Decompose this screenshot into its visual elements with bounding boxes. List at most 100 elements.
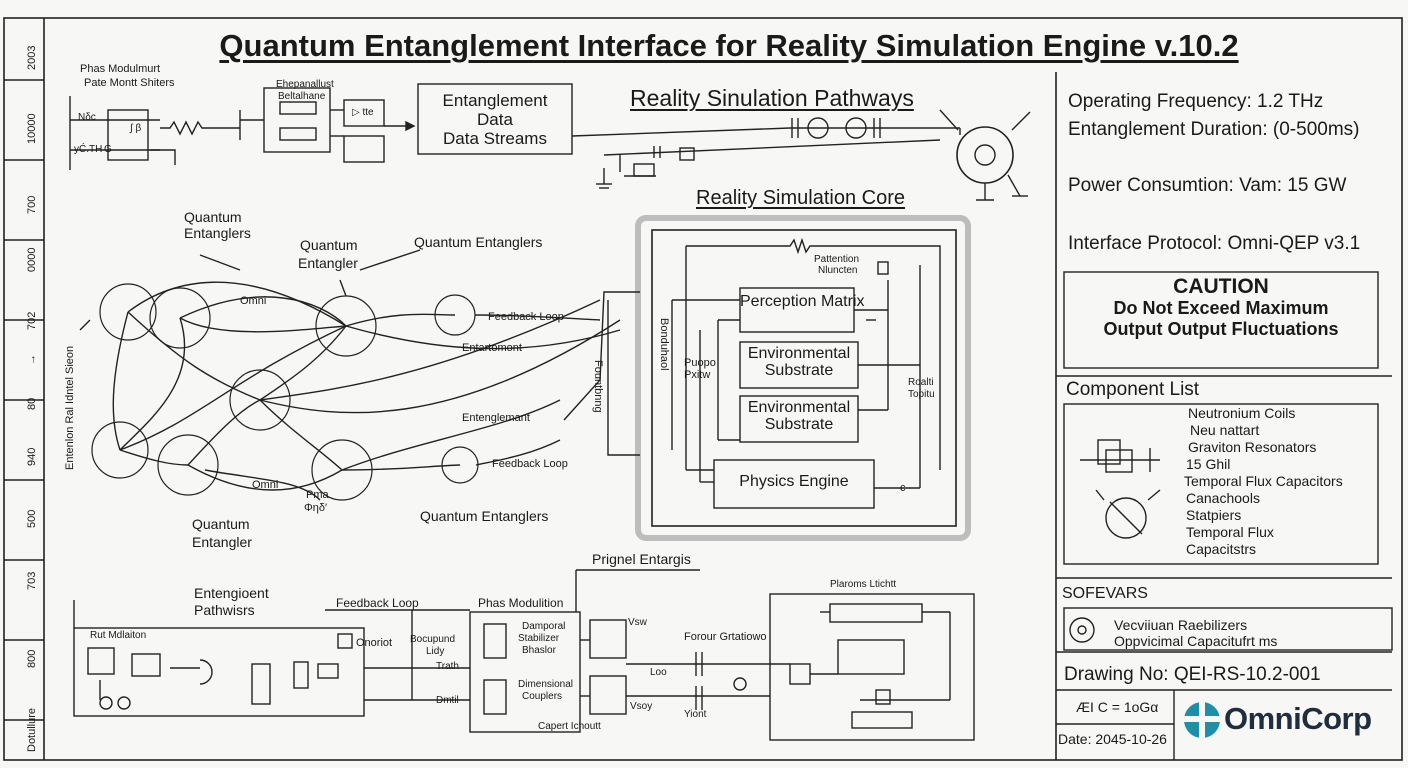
pattern-label: Pattention bbox=[814, 254, 860, 265]
quantum-entangler-label: Quantum bbox=[300, 237, 358, 253]
feedback-loop-label: Feedback Loop bbox=[492, 458, 568, 470]
yiont-label: Yiont bbox=[684, 709, 707, 720]
quantum-entangler-label: Entangler bbox=[192, 534, 252, 550]
component-item: Temporal Flux bbox=[1186, 524, 1274, 540]
omnicorp-logo-icon bbox=[1184, 702, 1220, 738]
drawing-title: Quantum Entanglement Interface for Reali… bbox=[219, 28, 1239, 63]
entanglement-pathways-label: Pathwisrs bbox=[194, 602, 255, 618]
margin-mark: 940 bbox=[26, 447, 38, 466]
caution-line2: Output Output Fluctuations bbox=[1103, 319, 1339, 339]
entanglement-label: Entartomont bbox=[462, 342, 522, 354]
loo-label: Loo bbox=[650, 667, 667, 678]
margin-mark: 0000 bbox=[26, 247, 38, 272]
margin-mark: Dotullure bbox=[26, 707, 38, 752]
spec-power: Power Consumtion: Vam: 15 GW bbox=[1068, 175, 1347, 196]
component-item: Statpiers bbox=[1186, 507, 1242, 523]
quantum-entanglers-label: Quantum Entanglers bbox=[414, 234, 543, 250]
core-vertical-label: Bonduhaol bbox=[658, 318, 670, 371]
core-vertical-label: Fountbnng bbox=[592, 360, 604, 413]
damporal-label: Bhaslor bbox=[522, 645, 556, 656]
data-stream-line bbox=[571, 127, 791, 137]
quantum-entangler-label: Quantum bbox=[192, 516, 250, 532]
caution-line1: Do Not Exceed Maximum bbox=[1113, 298, 1329, 318]
quantum-entangler-label: Entangler bbox=[298, 255, 358, 271]
outer-border bbox=[3, 17, 1403, 761]
perception-matrix: Perception Matrix bbox=[740, 293, 865, 310]
switch-label: ▷ tte bbox=[352, 107, 374, 118]
onoriot-label: Onoriot bbox=[356, 637, 393, 649]
drawing-number: Drawing No: QEI-RS-10.2-001 bbox=[1064, 664, 1321, 685]
component-schematic bbox=[1080, 439, 1161, 539]
software-icon bbox=[1069, 617, 1095, 643]
margin-mark: 702 bbox=[26, 311, 38, 330]
core-right-label: Topitu bbox=[908, 389, 935, 400]
phase-module-title: Phas Modulmurt bbox=[80, 63, 161, 75]
environmental-substrate-1: Environmental Substrate bbox=[747, 345, 851, 379]
core-input-line bbox=[563, 291, 640, 421]
circuit-label: Ehepanallust bbox=[276, 79, 334, 90]
margin-mark: → bbox=[26, 354, 38, 365]
spec-protocol: Interface Protocol: Omni-QEP v3.1 bbox=[1068, 233, 1361, 254]
bocupund-label: Bocupund bbox=[410, 634, 456, 645]
circuit-label: Beltalhane bbox=[278, 91, 326, 102]
phase-module-label: Nδc bbox=[78, 112, 96, 123]
feedback-loop-label: Feedback Loop bbox=[488, 311, 564, 323]
margin-mark: 80 bbox=[26, 397, 38, 410]
component-item: Temporal Flux Capacitors bbox=[1184, 473, 1343, 489]
trath-label: Trath bbox=[436, 661, 459, 672]
phase-module-label: yĆ.TH bbox=[74, 144, 103, 155]
software-title: SOFEVARS bbox=[1062, 585, 1148, 602]
dimensional-label: Dimensional bbox=[518, 679, 574, 690]
entangler-network bbox=[79, 249, 621, 501]
spec-duration: Entanglement Duration: (0-500ms) bbox=[1068, 119, 1360, 140]
forour-label: Forour Grtatiowo bbox=[684, 631, 767, 643]
entanglement-pathways-label: Entengioent bbox=[194, 585, 269, 601]
phase-module-subtitle: Pate Montt Shiters bbox=[84, 77, 175, 89]
software-line2: Oppvicimal Capacitufrt ms bbox=[1114, 633, 1278, 649]
bottom-circuits bbox=[73, 569, 975, 741]
component-item: Canachools bbox=[1186, 490, 1260, 506]
component-item: Neu nattart bbox=[1190, 422, 1260, 438]
quantum-entanglers-label: Entanglers bbox=[184, 225, 251, 241]
quantum-entanglers-label: Quantum bbox=[184, 209, 242, 225]
data-box-line1: Entanglement bbox=[442, 91, 548, 110]
bocupund-label: Lidy bbox=[426, 646, 445, 657]
component-item: Graviton Resonators bbox=[1188, 439, 1317, 455]
caution-box bbox=[1063, 271, 1379, 369]
phase-modulation-label: Phas Modulition bbox=[478, 596, 564, 610]
network-side-label: Entenlon Ral Idntel Sieon bbox=[64, 345, 76, 470]
omni-label: Omni bbox=[240, 295, 267, 307]
core-frame bbox=[635, 215, 971, 541]
prignel-label: Prignel Entargis bbox=[592, 551, 691, 567]
quantum-entanglers-label: Quantum Entanglers bbox=[420, 508, 549, 524]
component-item: Capacitstrs bbox=[1186, 541, 1257, 557]
component-list-title: Component List bbox=[1066, 379, 1200, 400]
dimensional-label: Couplers bbox=[522, 691, 563, 702]
phase-module-label: ∫ β bbox=[130, 123, 142, 134]
margin-mark: 800 bbox=[26, 649, 38, 668]
environmental-substrate-2: Environmental Substrate bbox=[747, 399, 851, 433]
spec-frequency: Operating Frequency: 1.2 THz bbox=[1068, 91, 1324, 112]
pathways-circuit bbox=[596, 109, 1031, 201]
network-small-label: Pma bbox=[306, 489, 329, 501]
core-mark: c bbox=[900, 482, 906, 494]
component-item: Neutronium Coils bbox=[1188, 405, 1296, 421]
data-stream-box bbox=[417, 83, 573, 155]
software-line1: Vecviiuan Raebilizers bbox=[1114, 617, 1248, 633]
pathways-title: Reality Sinulation Pathways bbox=[630, 85, 914, 111]
omnicorp-logo-text: OmniCorp bbox=[1224, 701, 1372, 736]
capert-label: Capert Ichoutt bbox=[538, 721, 601, 732]
date-label: Date: 2045-10-26 bbox=[1058, 731, 1167, 747]
feedback-loop-label: Feedback Loop bbox=[336, 596, 419, 610]
margin-mark: 500 bbox=[26, 509, 38, 528]
margin-mark: 10000 bbox=[26, 113, 38, 144]
core-title: Reality Simulation Core bbox=[696, 187, 905, 209]
dmtil-label: Dmtil bbox=[436, 695, 459, 706]
margin-mark: 703 bbox=[26, 571, 38, 590]
vsw-label: Vsw bbox=[628, 617, 647, 628]
vsy-label: Vsoy bbox=[630, 701, 653, 712]
data-box-line3: Data Streams bbox=[443, 129, 547, 148]
pattern-label: Nluncten bbox=[818, 265, 858, 276]
